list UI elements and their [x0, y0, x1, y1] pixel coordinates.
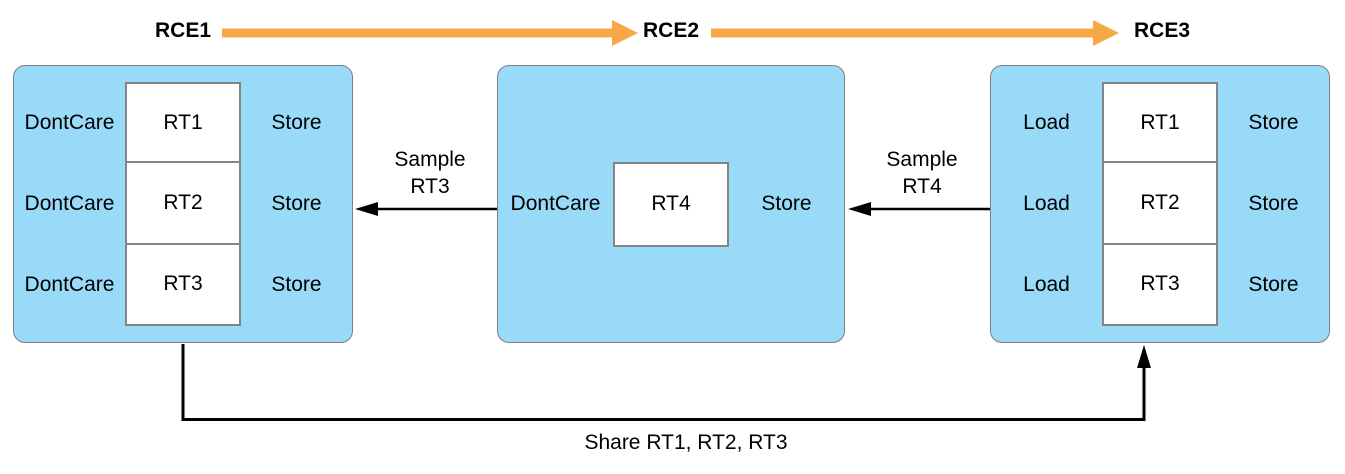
rce1-rt1-store-action: Store: [271, 110, 322, 134]
share-arrow-label: Share RT1, RT2, RT3: [584, 431, 788, 454]
rce3-rt2-load-action: Load: [1023, 191, 1070, 215]
rce1-rt2-load-action: DontCare: [24, 191, 115, 215]
rce3-rt3-store-action: Store: [1248, 273, 1299, 297]
rce1-rt1-load-action: DontCare: [24, 110, 115, 134]
rce2-rt4-cell: RT4: [613, 161, 729, 247]
rce1-rt2-store-action: Store: [271, 191, 322, 215]
encoder-box-rce1: DontCare RT1 Store DontCare RT2 Store Do…: [13, 65, 353, 343]
rce1-rt2-cell: RT2: [125, 161, 241, 245]
rce3-rt1-cell: RT1: [1102, 82, 1218, 164]
rce3-rt1-store-action: Store: [1248, 110, 1299, 134]
rce3-rt3-cell: RT3: [1102, 242, 1218, 326]
share-arrow-icon: [181, 344, 1151, 421]
rce2-rt4-load-action: DontCare: [510, 192, 601, 215]
rce3-rt3-load-action: Load: [1023, 273, 1070, 297]
rce2-rt4-store-action: Store: [761, 192, 812, 215]
encoder-title-rce2: RCE2: [642, 19, 700, 42]
rce1-rt3-load-action: DontCare: [24, 273, 115, 297]
sample-rt4-arrow-icon: [848, 202, 990, 216]
rce3-rt2-cell: RT2: [1102, 161, 1218, 245]
rce1-rt1-cell: RT1: [125, 82, 241, 164]
flow-arrow-rce2-to-rce3-icon: [711, 20, 1119, 46]
flow-arrow-rce1-to-rce2-icon: [222, 20, 638, 46]
rce1-rt3-cell: RT3: [125, 242, 241, 326]
sample-rt3-arrow-label: Sample RT3: [394, 146, 465, 200]
rce3-rt2-store-action: Store: [1248, 191, 1299, 215]
sample-rt3-arrow-icon: [355, 202, 497, 216]
encoder-box-rce2: DontCare RT4 Store: [497, 65, 845, 343]
sample-rt4-label-line2: RT4: [902, 175, 942, 198]
encoder-title-rce1: RCE1: [154, 19, 212, 42]
sample-rt3-label-line2: RT3: [410, 175, 450, 198]
sample-rt4-label-line1: Sample: [886, 148, 958, 171]
rce3-rt1-load-action: Load: [1023, 110, 1070, 134]
rce1-rt3-store-action: Store: [271, 273, 322, 297]
sample-rt4-arrow-label: Sample RT4: [886, 146, 957, 200]
encoder-title-rce3: RCE3: [1133, 19, 1191, 42]
encoder-box-rce3: Load RT1 Store Load RT2 Store Load RT3 S…: [990, 65, 1330, 343]
sample-rt3-label-line1: Sample: [394, 148, 466, 171]
